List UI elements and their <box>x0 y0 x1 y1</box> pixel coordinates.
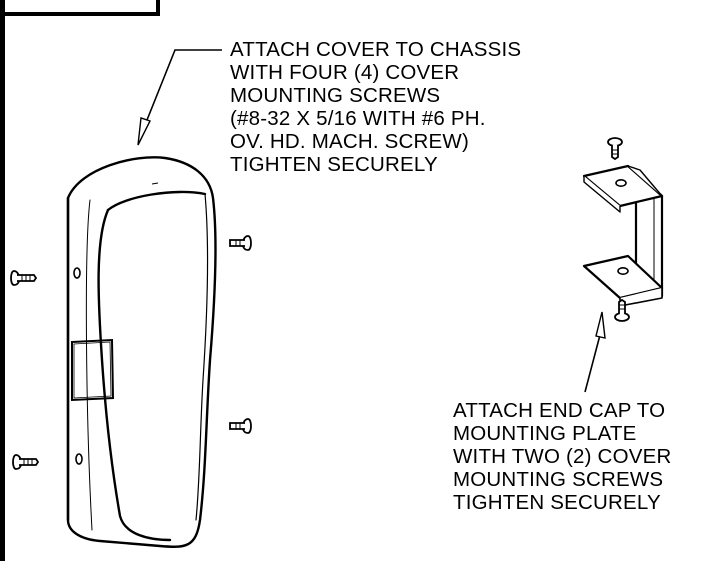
endcap-callout-line: MOUNTING PLATE <box>453 422 637 445</box>
endcap-callout-line: WITH TWO (2) COVER <box>453 445 672 468</box>
endcap-leader-arrow <box>584 311 606 393</box>
endcap-callout-line: ATTACH END CAP TO <box>453 399 666 422</box>
end-cap-holes <box>615 179 629 275</box>
cover-part <box>66 156 217 548</box>
cover-screw-left-top <box>10 270 38 286</box>
end-cap-bracket <box>582 164 664 307</box>
cover-screw-right-bottom <box>229 418 252 434</box>
cover-screw-left-bottom <box>12 454 40 470</box>
cover-callout-line: (#8-32 X 5/16 WITH #6 PH. <box>230 107 486 130</box>
cover-callout-line: TIGHTEN SECURELY <box>230 153 438 176</box>
endcap-callout-line: TIGHTEN SECURELY <box>453 491 661 514</box>
cover-screw-right-top <box>229 235 252 251</box>
cover-window <box>71 338 115 402</box>
cover-callout-line: OV. HD. MACH. SCREW) <box>230 130 470 153</box>
cover-callout-line: WITH FOUR (4) COVER <box>230 61 460 84</box>
title-box-corner <box>0 0 160 561</box>
cover-callout-line: MOUNTING SCREWS <box>230 84 441 107</box>
cover-callout-line: ATTACH COVER TO CHASSIS <box>230 38 522 61</box>
cover-screw-holes <box>73 267 83 465</box>
endcap-screw-bottom <box>614 298 630 322</box>
endcap-screw-top <box>607 137 623 161</box>
cover-highlight <box>151 182 159 185</box>
endcap-callout-line: MOUNTING SCREWS <box>453 468 664 491</box>
endcap-callout-text: ATTACH END CAP TO MOUNTING PLATE WITH TW… <box>453 399 671 514</box>
cover-callout-text: ATTACH COVER TO CHASSIS WITH FOUR (4) CO… <box>230 38 521 176</box>
cover-leader-arrow <box>137 49 222 146</box>
